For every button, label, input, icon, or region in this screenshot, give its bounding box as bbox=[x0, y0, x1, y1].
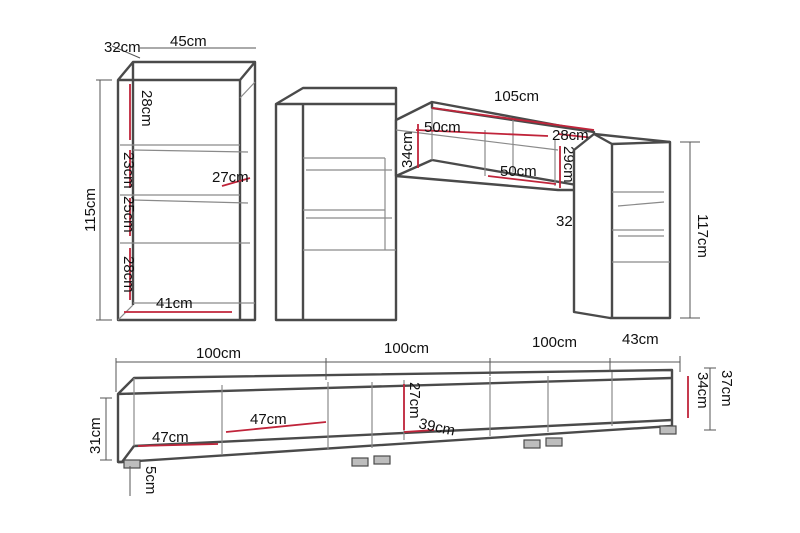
bench-leg bbox=[545, 437, 563, 447]
label-width-45: 45cm bbox=[170, 33, 207, 50]
label-total-height-37: 37cm bbox=[718, 370, 735, 407]
bench-leg bbox=[351, 457, 369, 467]
label-inner-height-31: 31cm bbox=[87, 417, 104, 454]
label-depth-28: 28cm bbox=[552, 127, 589, 144]
tall-middle-cabinet bbox=[274, 86, 398, 322]
tv-bench-dimensions bbox=[100, 356, 716, 496]
label-shelf-25: 25cm bbox=[120, 196, 137, 233]
tall-left-dimensions bbox=[96, 45, 256, 321]
label-height-34: 34cm bbox=[399, 131, 416, 168]
label-height-115: 115cm bbox=[82, 188, 99, 232]
tall-right-dimensions bbox=[680, 141, 700, 319]
label-compartment-47-left: 47cm bbox=[152, 429, 189, 446]
tall-right-cabinet bbox=[572, 132, 672, 320]
label-section-100-3: 100cm bbox=[532, 334, 577, 351]
label-shelf-28-bottom: 28cm bbox=[120, 256, 137, 293]
bench-leg bbox=[659, 425, 677, 435]
bench-leg bbox=[123, 459, 141, 469]
label-section-100-2: 100cm bbox=[384, 340, 429, 357]
label-compartment-47-right: 47cm bbox=[250, 411, 287, 428]
label-end-43: 43cm bbox=[622, 331, 659, 348]
label-inner-height-29: 29cm bbox=[560, 146, 577, 183]
label-depth-32: 32cm bbox=[104, 39, 141, 56]
tv-bench bbox=[116, 368, 677, 469]
label-section-100-1: 100cm bbox=[196, 345, 241, 362]
label-body-height-34: 34cm bbox=[694, 372, 711, 409]
label-shelf-28-top: 28cm bbox=[138, 90, 155, 127]
label-inner-width-41: 41cm bbox=[156, 295, 193, 312]
tall-left-cabinet bbox=[116, 60, 257, 322]
label-width-105: 105cm bbox=[494, 88, 539, 105]
label-inner-height-27: 27cm bbox=[406, 382, 423, 419]
label-compartment-50-top: 50cm bbox=[424, 119, 461, 136]
label-height-117: 117cm bbox=[694, 214, 711, 258]
bench-leg bbox=[373, 455, 391, 465]
label-leg-height-5: 5cm bbox=[142, 466, 159, 494]
label-compartment-50-bottom: 50cm bbox=[500, 163, 537, 180]
label-inner-depth-27: 27cm bbox=[212, 169, 249, 186]
label-shelf-23: 23cm bbox=[120, 152, 137, 189]
bench-leg bbox=[523, 439, 541, 449]
